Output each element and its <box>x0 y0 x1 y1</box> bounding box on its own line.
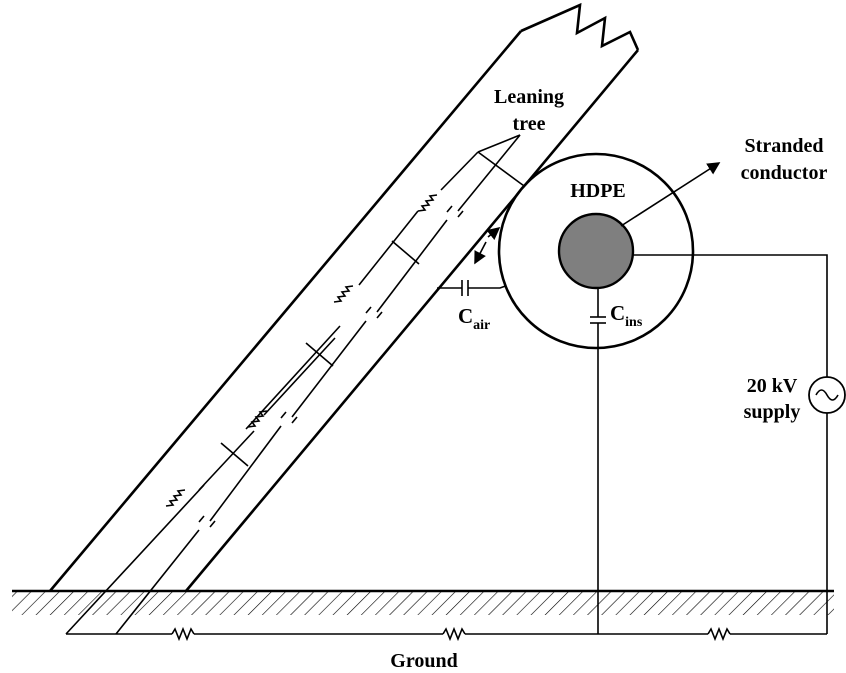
conductor-label-line2: conductor <box>741 162 828 184</box>
conductor-label-line1: Stranded <box>745 135 824 157</box>
tree-capacitor-1-plate-a <box>198 515 205 523</box>
c-ins-label-main: C <box>610 301 625 325</box>
ground-resistor-2 <box>442 626 466 642</box>
ground-surface <box>12 589 834 615</box>
supply-label-line1: 20 kV <box>747 375 798 397</box>
tree-capacitor-4-plate-b <box>457 210 464 218</box>
tree-resistor-4 <box>417 194 438 212</box>
c-ins-label-sub: ins <box>625 315 643 330</box>
cable-cross-section <box>497 152 721 350</box>
tree-capacitor-3-plate-b <box>376 311 383 319</box>
hdpe-label: HDPE <box>570 180 626 202</box>
stranded-conductor-core <box>557 212 635 290</box>
ground-resistor-3 <box>707 626 731 642</box>
ground-label: Ground <box>390 650 457 672</box>
c-air-label: Cair <box>458 304 490 333</box>
supply-circuit <box>633 254 846 634</box>
tree-resistor-3 <box>333 285 354 303</box>
tree-label-line1: Leaning <box>494 86 564 108</box>
ground-resistor-1 <box>171 626 195 642</box>
c-air-label-sub: air <box>473 318 490 333</box>
supply-label-line2: supply <box>744 401 801 423</box>
tree-capacitor-3-plate-a <box>365 306 372 314</box>
conductor-pointer-arrow <box>620 162 721 227</box>
c-ins-branch <box>590 288 606 634</box>
tree-label-line2: tree <box>513 113 546 135</box>
sine-wave-icon <box>815 389 839 401</box>
tree-capacitor-4-plate-a <box>446 205 453 213</box>
tree-capacitor-2-plate-a <box>280 411 287 419</box>
tree-internal-circuit <box>65 134 549 635</box>
tree-capacitor-1-plate-b <box>209 520 216 528</box>
leaning-tree-trunk <box>49 2 640 592</box>
c-air-label-main: C <box>458 304 473 328</box>
air-gap-arrow <box>474 226 501 265</box>
c-ins-label: Cins <box>610 301 643 330</box>
tree-capacitor-2-plate-b <box>291 416 298 424</box>
tree-resistor-1 <box>165 489 186 507</box>
ground-return-path <box>66 626 827 642</box>
